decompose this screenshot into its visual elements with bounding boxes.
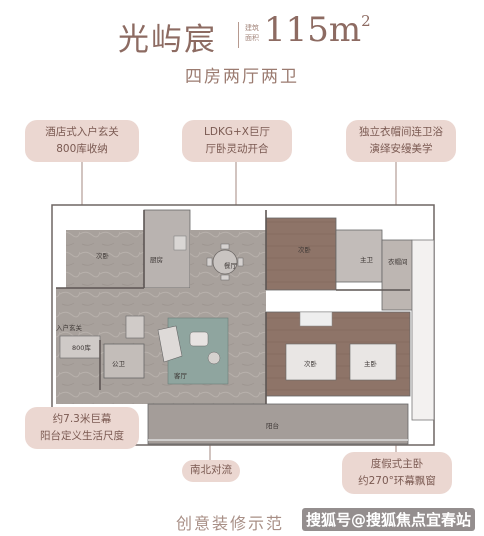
callout-living: LDKG+X巨厅 厅卧灵动开合 [182,120,292,162]
room-label: 阳台 [266,421,279,430]
room-label: 公卫 [112,360,126,368]
room-label: 主卧 [364,359,378,368]
callout-master: 度假式主卧 约270°环幕飘窗 [342,452,452,494]
room-label: 800库 [72,343,91,352]
title-row: 光屿宸 建筑 面积 115m2 [0,6,484,66]
layout-type: 四房两厅两卫 [185,67,299,87]
room-label: 厨房 [150,255,163,264]
footer-caption: 创意装修示范 [176,514,285,533]
room-label: 客厅 [174,371,188,380]
room-label: 次卧 [96,251,110,260]
room-label: 主卫 [360,255,374,264]
title-divider [238,22,239,48]
room-label: 次卧 [298,245,312,254]
area-value: 115m2 [264,10,371,50]
area-label: 建筑 面积 [245,24,259,42]
room-label: 次卧 [304,359,318,368]
callout-ventilation: 南北对流 [182,460,240,482]
project-name: 光屿宸 [118,22,217,58]
room-label: 入户玄关 [56,323,83,332]
room-label: 餐厅 [224,261,238,270]
callout-entry: 酒店式入户玄关 800库收纳 [25,120,139,162]
callout-closet: 独立衣帽间连卫浴 演绎安缦美学 [346,120,456,162]
callout-balcony: 约7.3米巨幕 阳台定义生活尺度 [25,407,139,449]
watermark: 搜狐号@搜狐焦点宜春站 [302,508,476,531]
room-label: 衣帽间 [388,257,408,266]
